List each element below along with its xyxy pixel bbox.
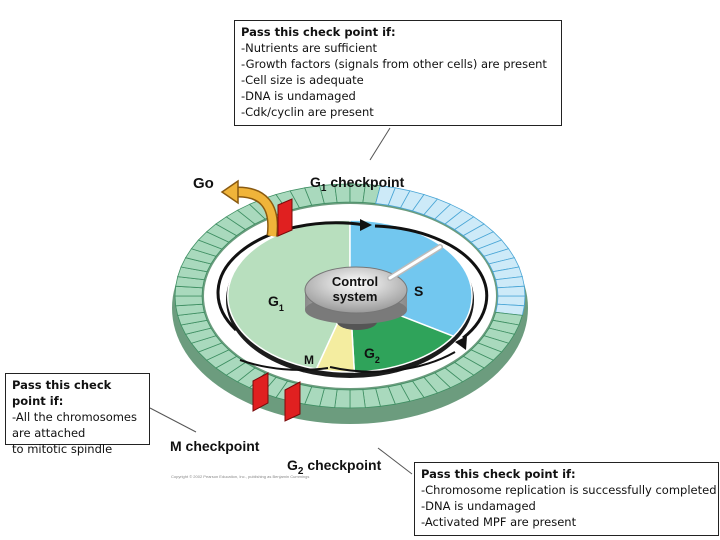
- outer-ring-segment: [349, 389, 366, 409]
- outer-ring-segment: [174, 295, 204, 307]
- g2-leader-line: [377, 447, 413, 475]
- cycle-arrows: [216, 219, 489, 373]
- m-checkpoint-gate: [252, 372, 269, 412]
- go-arrow: [220, 179, 279, 237]
- phase-g1-label: G1: [268, 293, 284, 313]
- g2-box-line: -Activated MPF are present: [421, 515, 577, 529]
- g2-checkpoint-conditions-box: Pass this check point if: -Chromosome re…: [414, 462, 719, 536]
- m-checkpoint-label: M checkpoint: [170, 438, 260, 454]
- g1-box-line: -Nutrients are sufficient: [241, 41, 378, 55]
- g1-leader-line: [369, 127, 391, 161]
- outer-ring: [174, 183, 526, 409]
- go-label: Go: [193, 175, 214, 192]
- copyright-credit: Copyright © 2002 Pearson Education, Inc.…: [171, 474, 310, 479]
- m-box-line: -All the chromosomes are attached: [12, 410, 137, 440]
- outer-ring-segment: [496, 285, 526, 297]
- m-leader-line: [149, 407, 197, 433]
- m-checkpoint-conditions-box: Pass this check point if: -All the chrom…: [5, 373, 150, 456]
- g1-box-line: -Growth factors (signals from other cell…: [241, 57, 547, 71]
- phase-s-label: S: [414, 283, 423, 299]
- control-system-knob: [304, 244, 443, 330]
- phase-g2-label: G2: [364, 345, 380, 365]
- g1-box-title: Pass this check point if:: [241, 25, 396, 39]
- g1-box-line: -Cell size is adequate: [241, 73, 364, 87]
- g1-box-line: -DNA is undamaged: [241, 89, 356, 103]
- control-label-line1: Control: [332, 274, 378, 289]
- g2-checkpoint-label: G2 checkpoint: [287, 457, 382, 477]
- g2-box-title: Pass this check point if:: [421, 467, 576, 481]
- g1-checkpoint-conditions-box: Pass this check point if: -Nutrients are…: [234, 20, 562, 126]
- g1-box-line: -Cdk/cyclin are present: [241, 105, 374, 119]
- g2-checkpoint-gate: [284, 381, 301, 422]
- g2-box-line: -DNA is undamaged: [421, 499, 536, 513]
- g1-checkpoint-label: G1 checkpoint: [310, 174, 405, 194]
- phase-m-label: M: [304, 353, 314, 367]
- g1-checkpoint-gate: [277, 198, 293, 237]
- m-box-title: Pass this check point if:: [12, 378, 112, 408]
- control-label-line2: system: [333, 289, 378, 304]
- m-box-line: to mitotic spindle: [12, 442, 113, 456]
- g2-box-line: -Chromosome replication is successfully …: [421, 483, 717, 497]
